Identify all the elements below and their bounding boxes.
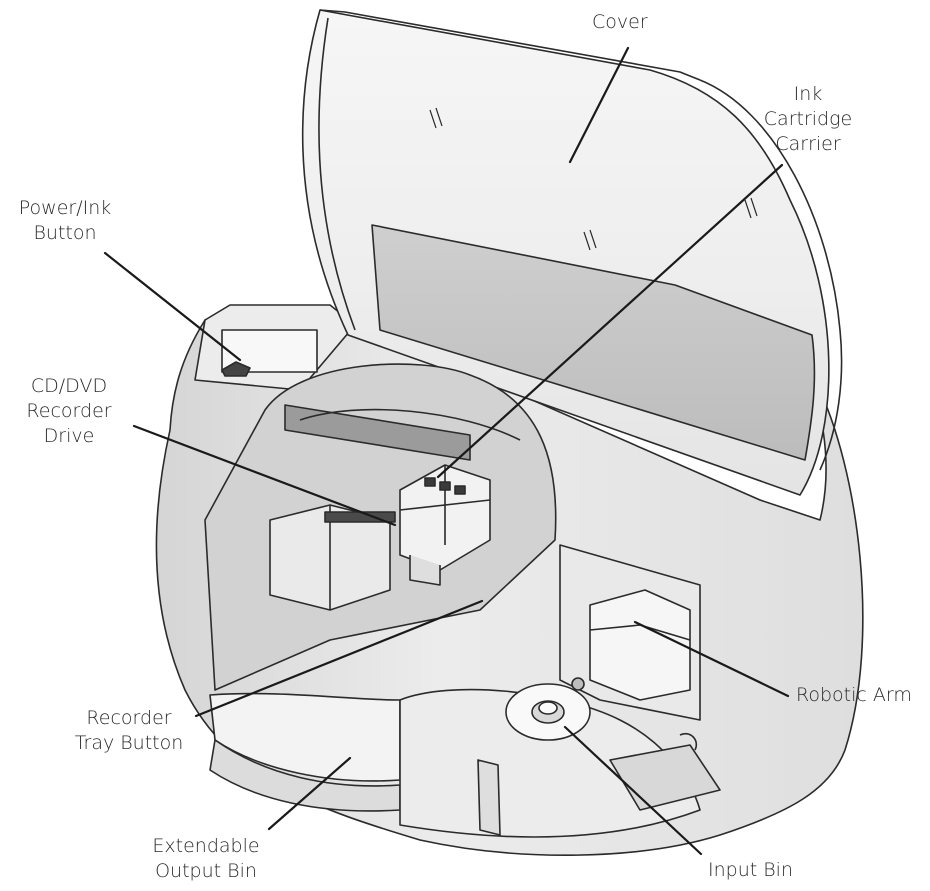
label-cd-dvd-recorder-drive: CD/DVD Recorder Drive xyxy=(26,375,112,447)
leader-cover xyxy=(568,46,630,164)
cover-band xyxy=(371,224,816,461)
leader-ink-carrier xyxy=(436,163,784,479)
leader-output-bin xyxy=(267,756,352,831)
robotic-arm xyxy=(589,589,691,701)
leader-recorder-tray xyxy=(194,599,484,718)
label-input-bin: Input Bin xyxy=(708,859,793,881)
label-robotic-arm: Robotic Arm xyxy=(796,684,912,706)
leader-input-bin xyxy=(563,725,703,856)
power-ink-button xyxy=(221,361,251,377)
interior-rail xyxy=(284,404,471,461)
leader-power-button xyxy=(103,251,242,362)
label-power-ink-button: Power/Ink Button xyxy=(18,197,112,244)
label-recorder-tray-button: Recorder Tray Button xyxy=(74,707,184,754)
label-cover: Cover xyxy=(592,11,648,33)
cover-inner-edge xyxy=(318,17,356,331)
input-post xyxy=(477,759,501,836)
cover-right-rim xyxy=(699,79,843,471)
rail-guide xyxy=(299,408,521,441)
label-extendable-output-bin: Extendable Output Bin xyxy=(152,835,260,882)
cover-top-rim xyxy=(319,9,701,81)
label-ink-cartridge-carrier: Ink Cartridge Carrier xyxy=(763,83,853,155)
leader-cd-dvd-drive xyxy=(132,424,397,527)
leader-robotic-arm xyxy=(633,620,790,698)
